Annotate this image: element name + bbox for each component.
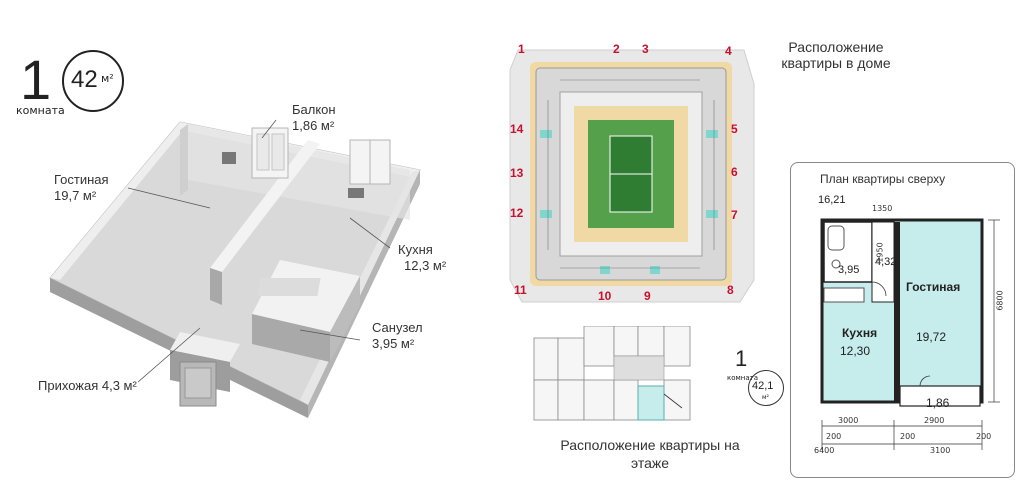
top-plan-balcony-area: 1,86 [926, 396, 950, 410]
balcony-area: 1,86 м² [292, 118, 335, 133]
section-number-7: 7 [731, 208, 738, 222]
area-circle [62, 50, 124, 112]
living-area: 19,7 м² [54, 188, 97, 203]
floor-rooms-count: 1 [735, 346, 748, 371]
dim-2900: 2900 [924, 416, 945, 425]
dim-1950: 1950 [875, 242, 885, 263]
total-area-unit: м² [101, 72, 114, 85]
dim-200-b: 200 [900, 432, 916, 441]
top-plan-living-area: 19,72 [916, 330, 947, 344]
building-site-plan [509, 49, 755, 303]
top-plan-kitchen-label: Кухня [842, 326, 878, 340]
top-plan-total: 16,21 [818, 194, 846, 206]
section-number-9: 9 [644, 289, 651, 303]
floor-area-value: 42,1 [752, 380, 774, 392]
top-plan-bath-area: 3,95 [838, 264, 860, 276]
total-area-value: 42 [71, 66, 98, 93]
dim-1350: 1350 [872, 204, 893, 213]
dim-200-c: 200 [976, 432, 992, 441]
dim-6800: 6800 [995, 290, 1005, 311]
section-number-1: 1 [518, 42, 525, 56]
dim-3000: 3000 [838, 416, 859, 425]
kitchen-label: Кухня [398, 242, 433, 257]
section-number-2: 2 [613, 42, 620, 56]
section-number-14: 14 [510, 122, 524, 136]
section-number-4: 4 [725, 44, 732, 58]
section-number-13: 13 [510, 166, 524, 180]
top-plan-living-label: Гостиная [906, 280, 961, 294]
dim-200-a: 200 [826, 432, 842, 441]
top-plan-drawing [820, 218, 1000, 450]
section-number-8: 8 [727, 283, 734, 297]
section-number-3: 3 [642, 42, 649, 56]
floor-area-unit: м² [762, 394, 769, 401]
section-number-12: 12 [510, 206, 524, 220]
top-plan-title: План квартиры сверху [820, 172, 946, 186]
section-number-6: 6 [731, 165, 738, 179]
section-number-10: 10 [598, 289, 612, 303]
dim-6400: 6400 [814, 446, 835, 455]
bathroom-label: Санузел [372, 320, 423, 335]
balcony-label: Балкон [292, 102, 336, 117]
kitchen-area: 12,3 м² [404, 258, 447, 273]
top-plan-frame [790, 162, 1015, 478]
hall-label: Прихожая 4,3 м² [38, 378, 137, 393]
top-plan-kitchen-area: 12,30 [840, 344, 871, 358]
bathroom-area: 3,95 м² [372, 336, 415, 351]
top-plan-hall-area: 4,32 [875, 256, 897, 268]
floor-rooms-word: комната [727, 374, 759, 382]
floor-location-title: Расположение квартиры на этаже [560, 437, 740, 471]
section-number-5: 5 [731, 122, 738, 136]
floor-plan [532, 326, 692, 432]
dim-3100: 3100 [930, 446, 951, 455]
section-number-11: 11 [514, 283, 527, 297]
living-label: Гостиная [54, 172, 109, 187]
floor-area-circle [748, 370, 784, 406]
building-location-title-2: квартиры в доме [781, 55, 891, 71]
rooms-word: комната [16, 104, 65, 117]
building-location-title-1: Расположение [788, 39, 884, 55]
isometric-floor-plan [49, 119, 421, 418]
rooms-count: 1 [20, 48, 52, 111]
